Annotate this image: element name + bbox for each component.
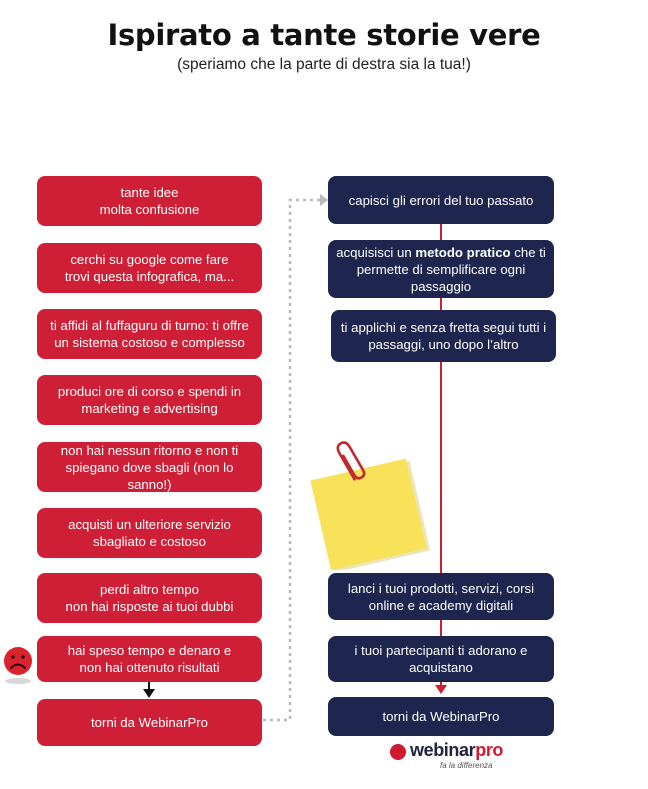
dotted-arrow-head <box>320 194 328 206</box>
paperclip-icon <box>336 441 366 481</box>
logo-brand: webinarpro <box>410 740 504 760</box>
webinarpro-logo: webinarpro fa la differenza <box>390 740 520 772</box>
logo-tagline: fa la differenza <box>440 761 493 770</box>
sticky-note-icon <box>310 441 431 570</box>
right-step-6: torni da WebinarPro <box>328 697 554 736</box>
left-arrow-head <box>143 689 155 698</box>
left-step-9: torni da WebinarPro <box>37 699 262 746</box>
dotted-connector <box>263 198 322 722</box>
left-step-3: ti affidi al fuffaguru di turno: ti offr… <box>37 309 262 359</box>
right-step-3: ti applichi e senza fretta segui tutti i… <box>331 310 556 362</box>
bold-keyword: metodo pratico <box>415 244 511 260</box>
page-title: Ispirato a tante storie vere <box>107 18 541 52</box>
right-step-1: capisci gli errori del tuo passato <box>328 176 554 224</box>
logo-dot-icon <box>390 744 406 760</box>
right-arrow-head <box>435 685 447 694</box>
page-subtitle: (speriamo che la parte di destra sia la … <box>177 56 471 73</box>
sad-face-icon <box>4 647 32 684</box>
